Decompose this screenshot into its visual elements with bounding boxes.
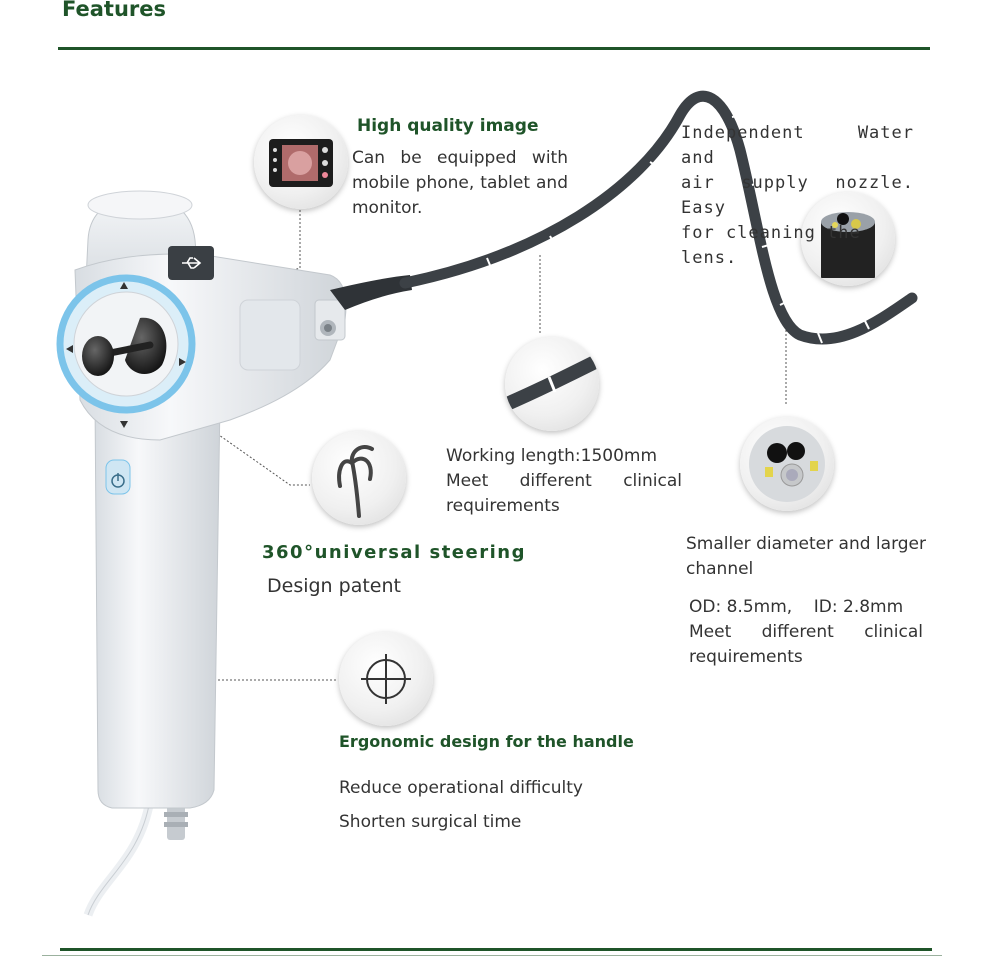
header-divider (58, 47, 930, 50)
feature-image-description: Can be equipped with mobile phone, table… (352, 148, 568, 218)
feature-nozzle-description: Independent Water and air supply nozzle.… (681, 123, 914, 268)
feature-image-title: High quality image (357, 116, 539, 136)
feature-diameter-specs: OD: 8.5mm, ID: 2.8mm Meet different clin… (689, 597, 923, 667)
footer-divider (60, 948, 932, 951)
feature-steering-subtitle: Design patent (267, 575, 401, 597)
feature-steering-title: 360°universal steering (262, 542, 526, 563)
tube-detail-icon (505, 337, 599, 431)
feature-handle-title: Ergonomic design for the handle (339, 732, 634, 751)
monitor-detail-icon (254, 115, 348, 209)
power-icon (108, 464, 109, 465)
feature-handle-line-2: Shorten surgical time (339, 812, 522, 832)
feature-diameter-description: Smaller diameter and larger channel (686, 534, 926, 579)
feature-length-description: Working length:1500mm Meet different cli… (446, 446, 682, 516)
lens-icon (740, 417, 834, 511)
feature-handle-line-1: Reduce operational difficulty (339, 778, 583, 798)
usb-icon (180, 253, 202, 273)
page-title: Features (62, 0, 166, 21)
crosshair-icon (339, 632, 433, 726)
steering-tip-icon (312, 431, 406, 525)
footer-divider-thin (42, 955, 942, 956)
lens-tip-3d-icon (801, 192, 895, 286)
